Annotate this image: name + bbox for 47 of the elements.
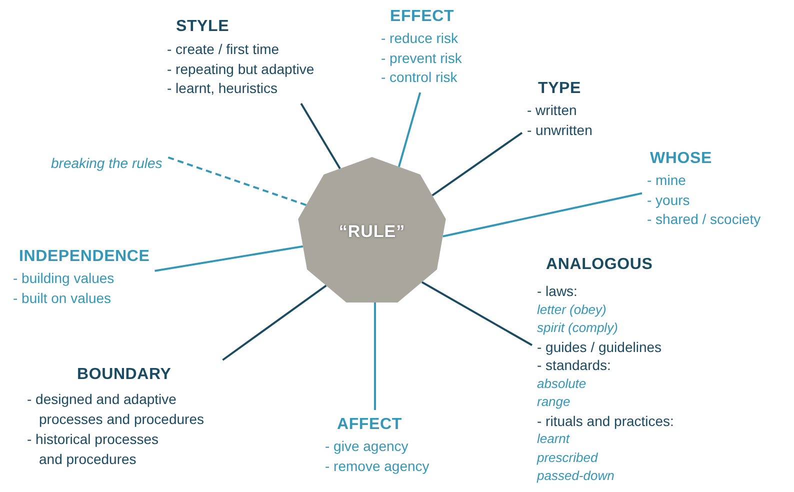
connector-line — [398, 92, 422, 168]
connector-line — [300, 102, 341, 170]
dashed-connector — [166, 156, 307, 206]
list-item: - laws: — [537, 282, 578, 300]
connector-line — [374, 302, 376, 410]
category-heading: TYPE — [537, 79, 582, 99]
sub-item: absolute — [537, 374, 588, 392]
list-item: - learnt, heuristics — [167, 79, 278, 98]
category-heading: STYLE — [175, 17, 230, 37]
list-item: - reduce risk — [381, 29, 460, 48]
center-label: “RULE” — [338, 222, 406, 242]
list-item: - mine — [647, 171, 687, 190]
category-heading: BOUNDARY — [76, 365, 172, 385]
category-heading: AFFECT — [336, 415, 403, 435]
connector-line — [432, 132, 523, 196]
sub-item: passed-down — [537, 467, 616, 485]
connector-line — [421, 281, 532, 346]
list-item: - designed and adaptive processes and procedures — [27, 390, 205, 429]
category-heading: INDEPENDENCE — [18, 247, 150, 267]
sub-item: range — [537, 393, 572, 411]
list-item: - prevent risk — [381, 48, 462, 68]
list-item: - repeating but adaptive — [167, 60, 314, 79]
list-item: - historical processes and procedures — [27, 430, 160, 469]
list-item: - unwritten — [527, 120, 592, 140]
list-item: - create / first time — [167, 40, 280, 59]
list-item: - control risk — [381, 68, 458, 87]
list-item: - guides / guidelines — [537, 338, 663, 356]
annotation-text: breaking the rules — [51, 155, 162, 171]
sub-item: spirit (comply) — [537, 319, 619, 337]
list-item: - written — [527, 101, 578, 120]
list-item: - shared / scociety — [647, 210, 761, 229]
connector-line — [222, 284, 327, 361]
list-item: - rituals and practices: — [537, 412, 674, 430]
list-item: - give agency — [325, 437, 410, 456]
category-heading: ANALOGOUS — [545, 255, 654, 275]
list-item: - built on values — [13, 288, 112, 308]
list-item: - yours — [647, 190, 691, 210]
category-heading: EFFECT — [389, 7, 456, 27]
sub-item: learnt — [537, 430, 571, 448]
sub-item: letter (obey) — [537, 300, 608, 319]
sub-item: prescribed — [537, 448, 599, 467]
category-heading: WHOSE — [649, 149, 713, 169]
connector-line — [442, 192, 642, 238]
list-item: - standards: — [537, 356, 612, 374]
list-item: - remove agency — [325, 456, 430, 476]
connector-line — [154, 245, 304, 272]
list-item: - building values — [13, 269, 116, 288]
